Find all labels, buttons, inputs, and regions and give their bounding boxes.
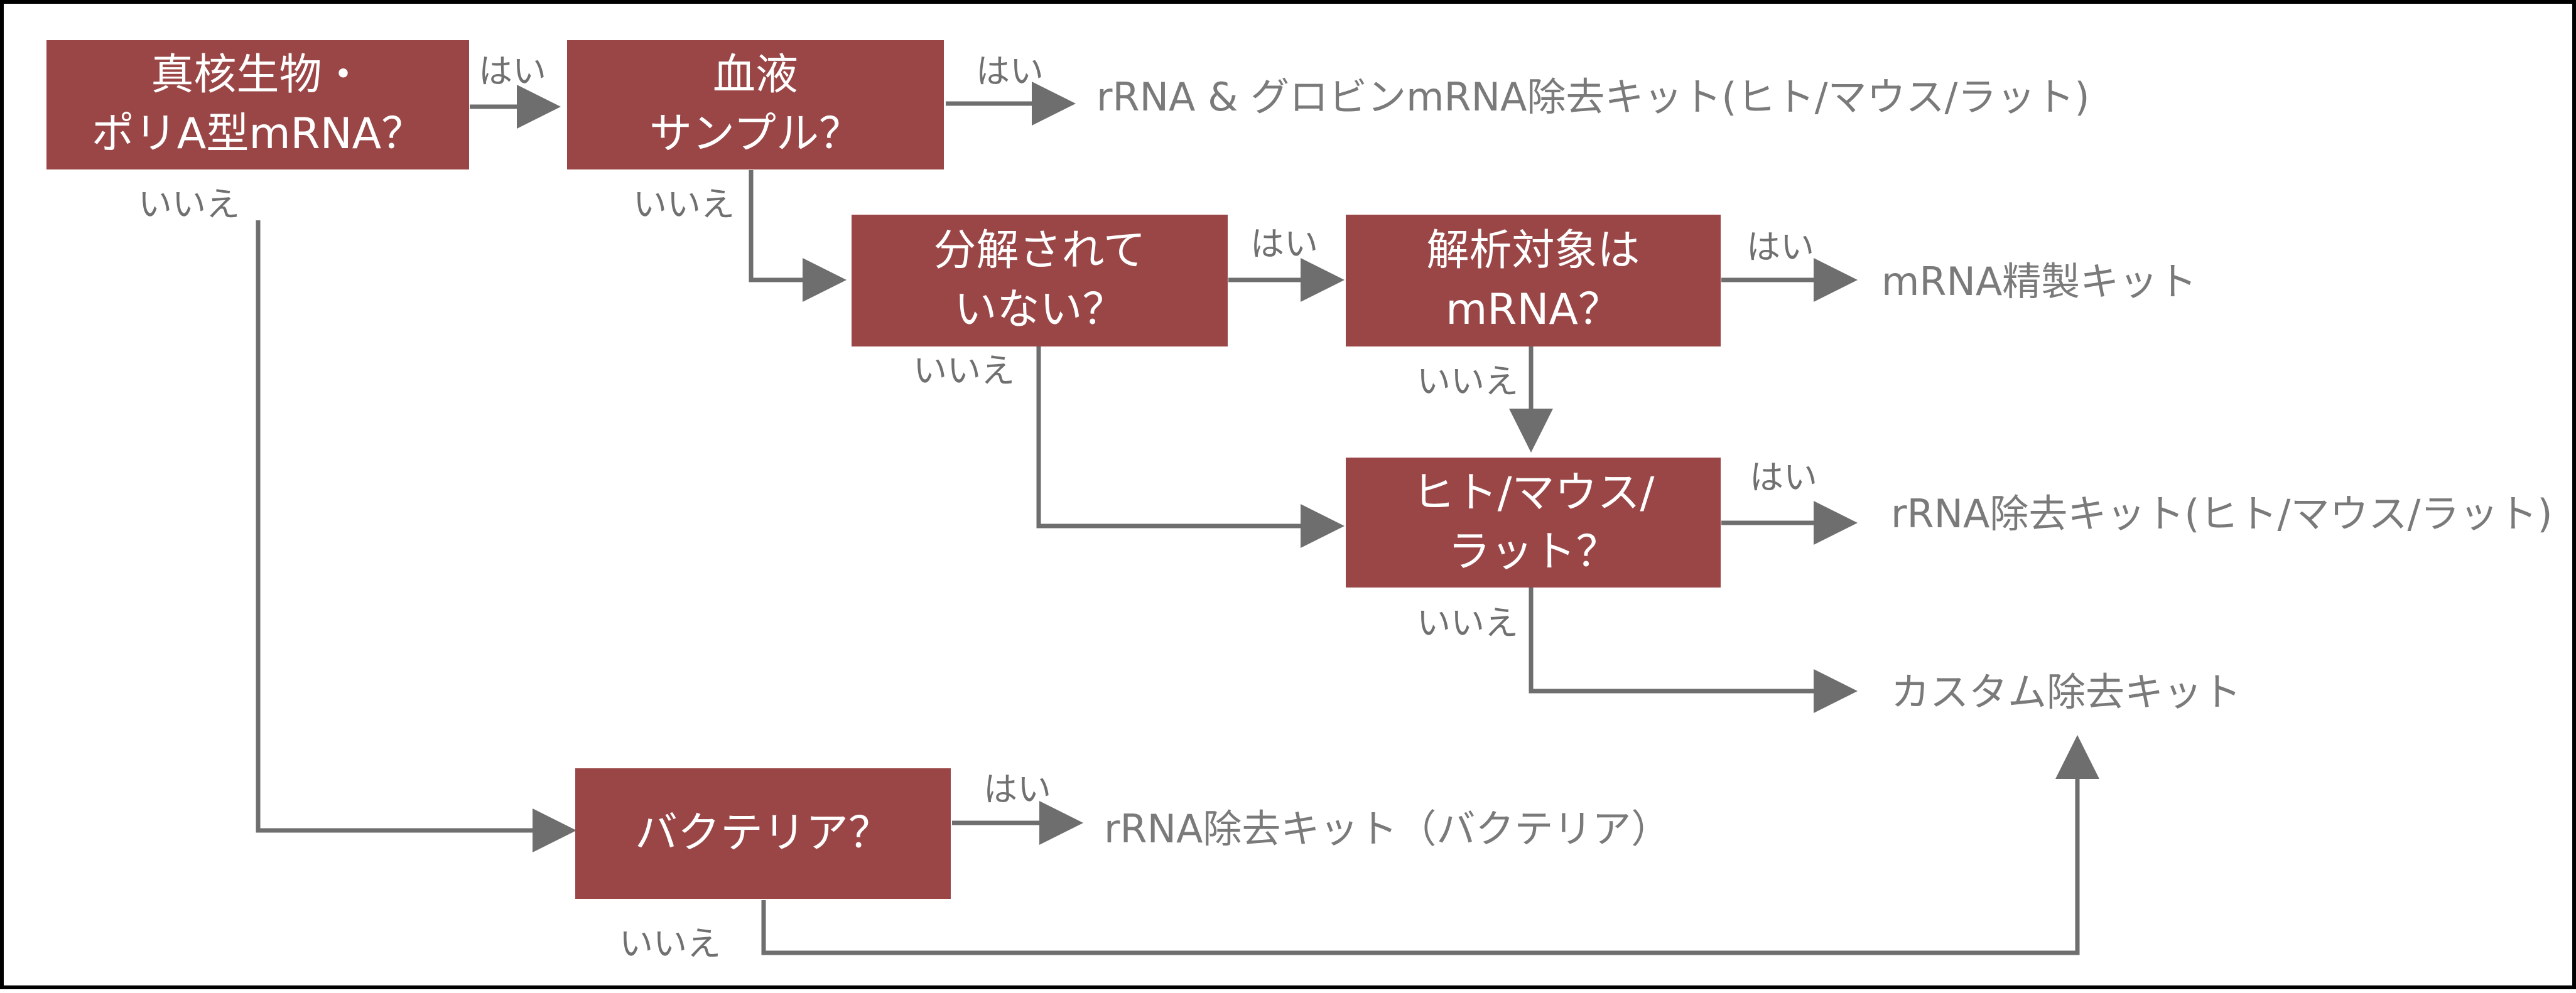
label-yes-eukaryote: はい — [479, 51, 546, 91]
node-bacteria-line1: バクテリア？ — [634, 808, 891, 858]
arrow-intact-to-species — [1036, 346, 1345, 548]
arrow-blood-to-intact — [749, 170, 847, 302]
label-no-bacteria: いいえ — [619, 924, 721, 963]
outcome-rrna-bacteria-kit: rRNA除去キット（バクテリア） — [1104, 806, 1670, 852]
outcome-mrna-purification-kit: mRNA精製キット — [1881, 259, 2197, 304]
outcome-custom-kit: カスタム除去キット — [1891, 669, 2242, 715]
outcome-rrna-hmr-kit: rRNA除去キット(ヒト/マウス/ラット) — [1891, 491, 2553, 537]
node-target-line1: 解析対象は — [1426, 226, 1640, 276]
node-blood-line2: サンプル？ — [649, 109, 862, 159]
label-no-species: いいえ — [1417, 603, 1518, 643]
label-yes-intact: はい — [1250, 224, 1318, 264]
node-intact-line2: いない？ — [954, 285, 1125, 335]
label-yes-species: はい — [1750, 458, 1817, 497]
node-target-line2: mRNA？ — [1446, 285, 1621, 335]
node-blood-sample: 血液 サンプル？ — [567, 40, 944, 169]
outcome-rrna-globin-kit: rRNA & グロビンmRNA除去キット(ヒト/マウス/ラット) — [1096, 74, 2090, 120]
label-no-target: いいえ — [1417, 362, 1518, 401]
label-yes-blood: はい — [976, 51, 1044, 91]
node-eukaryote-line2: ポリA型mRNA？ — [91, 109, 425, 159]
connector-layer — [256, 82, 2099, 955]
label-no-eukaryote: いいえ — [138, 185, 240, 224]
node-species-line2: ラット？ — [1448, 527, 1619, 577]
node-blood-line1: 血液 — [712, 50, 798, 100]
node-intact-line1: 分解されて — [933, 226, 1146, 276]
node-not-degraded: 分解されて いない？ — [852, 215, 1228, 346]
node-human-mouse-rat: ヒト/マウス/ ラット？ — [1346, 458, 1721, 588]
label-yes-bacteria: はい — [983, 770, 1051, 809]
arrow-eukaryote-to-bacteria — [256, 220, 576, 852]
node-eukaryote-line1: 真核生物・ — [151, 50, 365, 100]
node-bacteria: バクテリア？ — [575, 768, 951, 899]
node-eukaryote-polya: 真核生物・ ポリA型mRNA？ — [46, 40, 469, 169]
node-target-mrna: 解析対象は mRNA？ — [1346, 215, 1721, 346]
arrow-species-to-custom-kit — [1529, 588, 1858, 713]
label-no-intact: いいえ — [913, 351, 1015, 390]
arrow-bacteria-to-custom-kit — [761, 735, 2099, 955]
node-species-line1: ヒト/マウス/ — [1412, 468, 1655, 518]
label-no-blood: いいえ — [633, 185, 735, 224]
label-yes-target: はい — [1746, 227, 1814, 267]
